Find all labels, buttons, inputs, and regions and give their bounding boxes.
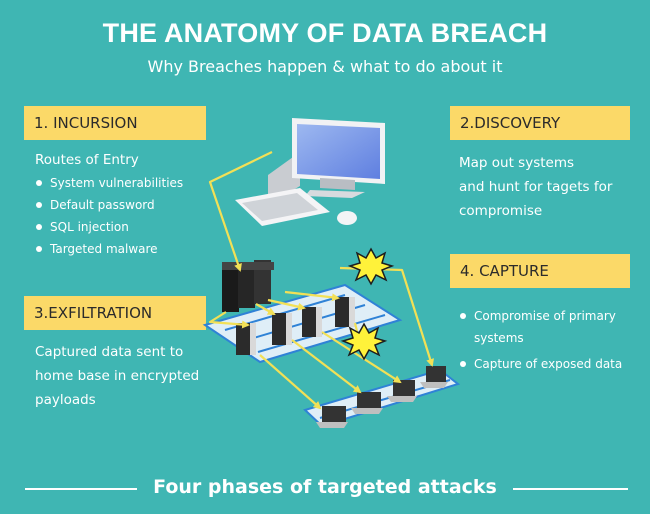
text-line: compromise xyxy=(459,203,543,219)
list-item: Default password xyxy=(34,198,183,220)
text-line: and hunt for tagets for xyxy=(459,179,613,195)
footer-divider-left xyxy=(25,488,137,490)
text-line: Map out systems xyxy=(459,155,575,171)
text-line: Captured data sent to xyxy=(35,344,184,360)
discovery-text: Map out systems and hunt for tagets for … xyxy=(459,151,639,223)
laptop-icon xyxy=(316,406,348,428)
discovery-banner: 2.DISCOVERY xyxy=(450,106,630,140)
text-line: home base in encrypted xyxy=(35,368,200,384)
laptop-icon xyxy=(387,380,417,402)
exfiltration-text: Captured data sent to home base in encry… xyxy=(35,340,215,412)
server-icon xyxy=(272,313,292,345)
page-title: THE ANATOMY OF DATA BREACH xyxy=(102,18,548,48)
incursion-banner: 1. INCURSION xyxy=(24,106,206,140)
desktop-computer-icon xyxy=(235,118,385,226)
list-item: SQL injection xyxy=(34,220,183,242)
server-rack-icon xyxy=(222,260,274,312)
footer-divider-right xyxy=(513,488,628,490)
footer-caption: Four phases of targeted attacks xyxy=(153,476,497,498)
incursion-list: System vulnerabilities Default password … xyxy=(34,176,183,264)
capture-list: Compromise of primary systems Capture of… xyxy=(458,305,638,375)
list-item: Targeted malware xyxy=(34,242,183,264)
list-item: Capture of exposed data xyxy=(458,353,638,375)
server-icon xyxy=(335,297,355,327)
text-line: payloads xyxy=(35,392,96,408)
breach-burst-icon xyxy=(347,247,395,286)
list-item: System vulnerabilities xyxy=(34,176,183,198)
laptop-icon xyxy=(351,392,383,414)
laptop-icon xyxy=(420,366,448,388)
server-icon xyxy=(236,323,256,355)
server-icon xyxy=(302,307,322,337)
exfiltration-banner: 3.EXFILTRATION xyxy=(24,296,206,330)
page-subtitle: Why Breaches happen & what to do about i… xyxy=(147,57,503,76)
routes-heading: Routes of Entry xyxy=(35,152,139,168)
breach-burst-icon xyxy=(340,322,388,361)
list-item: Compromise of primary systems xyxy=(458,305,638,349)
capture-banner: 4. CAPTURE xyxy=(450,254,630,288)
